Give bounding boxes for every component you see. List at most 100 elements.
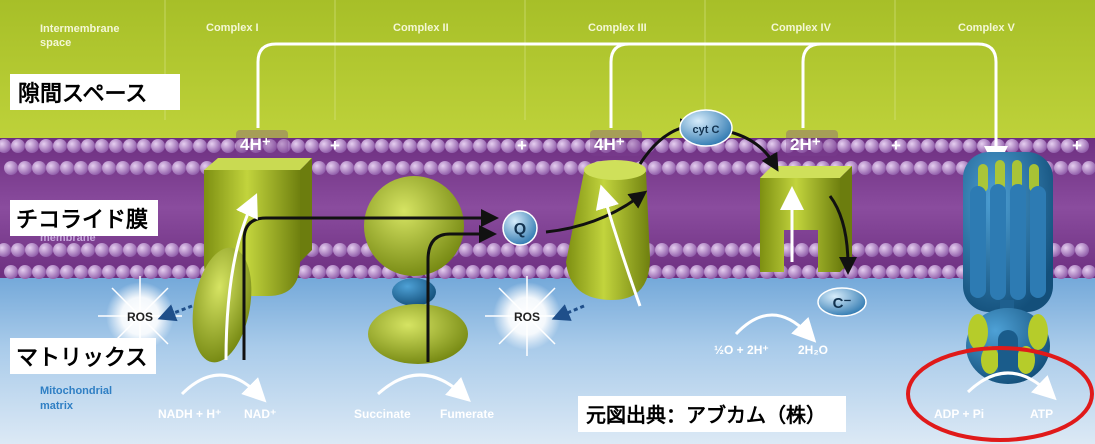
lipid-head <box>291 139 305 153</box>
lipid-head <box>718 265 732 279</box>
lipid-head <box>431 139 445 153</box>
intermembrane-label: Intermembrane <box>40 23 119 35</box>
lipid-head <box>928 265 942 279</box>
lipid-head <box>11 139 25 153</box>
lipid-head <box>1005 139 1019 153</box>
lipid-head <box>935 139 949 153</box>
lipid-head <box>39 243 53 257</box>
lipid-head <box>1054 265 1068 279</box>
ros-label: ROS <box>514 310 540 324</box>
lipid-head <box>165 243 179 257</box>
lipid-head <box>375 139 389 153</box>
lipid-head <box>809 139 823 153</box>
lipid-head <box>88 265 102 279</box>
cytochrome-c: cyt C <box>679 109 733 147</box>
lipid-head <box>410 161 424 175</box>
lipid-head <box>347 139 361 153</box>
lipid-head <box>669 243 683 257</box>
reaction-arrows <box>180 313 1057 403</box>
lipid-head <box>466 161 480 175</box>
lipid-head <box>123 139 137 153</box>
lipid-head <box>179 139 193 153</box>
lipid-head <box>522 161 536 175</box>
lipid-bilayer <box>0 139 1095 279</box>
lipid-head <box>480 161 494 175</box>
lipid-head <box>487 243 501 257</box>
lipid-head <box>865 243 879 257</box>
lipid-head <box>851 243 865 257</box>
lipid-head <box>907 139 921 153</box>
lipid-head <box>508 265 522 279</box>
lipid-head <box>25 139 39 153</box>
lipid-head <box>326 265 340 279</box>
lipid-head <box>235 139 249 153</box>
lipid-head <box>788 265 802 279</box>
lipid-head <box>1068 265 1082 279</box>
lipid-head <box>417 139 431 153</box>
lipid-head <box>767 139 781 153</box>
lipid-head <box>697 243 711 257</box>
lipid-head <box>319 243 333 257</box>
lipid-head <box>823 139 837 153</box>
lipid-head <box>655 243 669 257</box>
lipid-head <box>543 139 557 153</box>
lipid-head <box>0 139 11 153</box>
lipid-head <box>39 139 53 153</box>
lipid-head <box>312 265 326 279</box>
lipid-head <box>53 139 67 153</box>
lipid-head <box>907 243 921 257</box>
lipid-head <box>473 139 487 153</box>
lipid-head <box>501 243 515 257</box>
lipid-head <box>746 265 760 279</box>
lipid-head <box>445 139 459 153</box>
credit-tag: 元図出典：アブカム（株） <box>578 396 846 432</box>
lipid-head <box>914 265 928 279</box>
ros-burst-2: ROS <box>485 276 585 356</box>
lipid-head <box>466 265 480 279</box>
lipid-head <box>711 243 725 257</box>
lipid-head <box>963 139 977 153</box>
lipid-head <box>515 139 529 153</box>
lipid-head <box>368 265 382 279</box>
complex-v-atp-synthase <box>963 152 1053 384</box>
ubiquinone-q: Q <box>502 210 538 246</box>
lipid-head <box>186 161 200 175</box>
lipid-head <box>151 139 165 153</box>
lipid-head <box>179 243 193 257</box>
lipid-head <box>382 161 396 175</box>
lipid-head <box>221 139 235 153</box>
lipid-head <box>403 139 417 153</box>
succinate-label: Succinate <box>354 407 411 421</box>
column-dividers <box>164 0 896 120</box>
lipid-head <box>879 139 893 153</box>
lipid-head <box>130 265 144 279</box>
lipid-head <box>536 265 550 279</box>
jp-matrix-tag: マトリックス <box>10 338 156 374</box>
lipid-head <box>46 265 60 279</box>
lipid-head <box>1054 161 1068 175</box>
lipid-head <box>102 161 116 175</box>
lipid-head <box>263 139 277 153</box>
lipid-head <box>361 139 375 153</box>
lipid-head <box>459 243 473 257</box>
lipid-head <box>501 139 515 153</box>
lipid-head <box>340 265 354 279</box>
lipid-head <box>725 139 739 153</box>
lipid-head <box>893 139 907 153</box>
lipid-head <box>74 265 88 279</box>
q-label: Q <box>514 221 526 238</box>
lipid-head <box>942 161 956 175</box>
complex-iii-header: Complex III <box>588 22 647 34</box>
lipid-head <box>949 243 963 257</box>
lipid-head <box>704 265 718 279</box>
lipid-head <box>459 139 473 153</box>
c-minus-label: C⁻ <box>833 295 852 312</box>
lipid-head <box>116 265 130 279</box>
lipid-head <box>844 265 858 279</box>
lipid-head <box>1082 161 1095 175</box>
ros-burst-1: ROS <box>98 276 193 356</box>
lipid-head <box>11 243 25 257</box>
lipid-head <box>935 243 949 257</box>
lipid-head <box>67 243 81 257</box>
